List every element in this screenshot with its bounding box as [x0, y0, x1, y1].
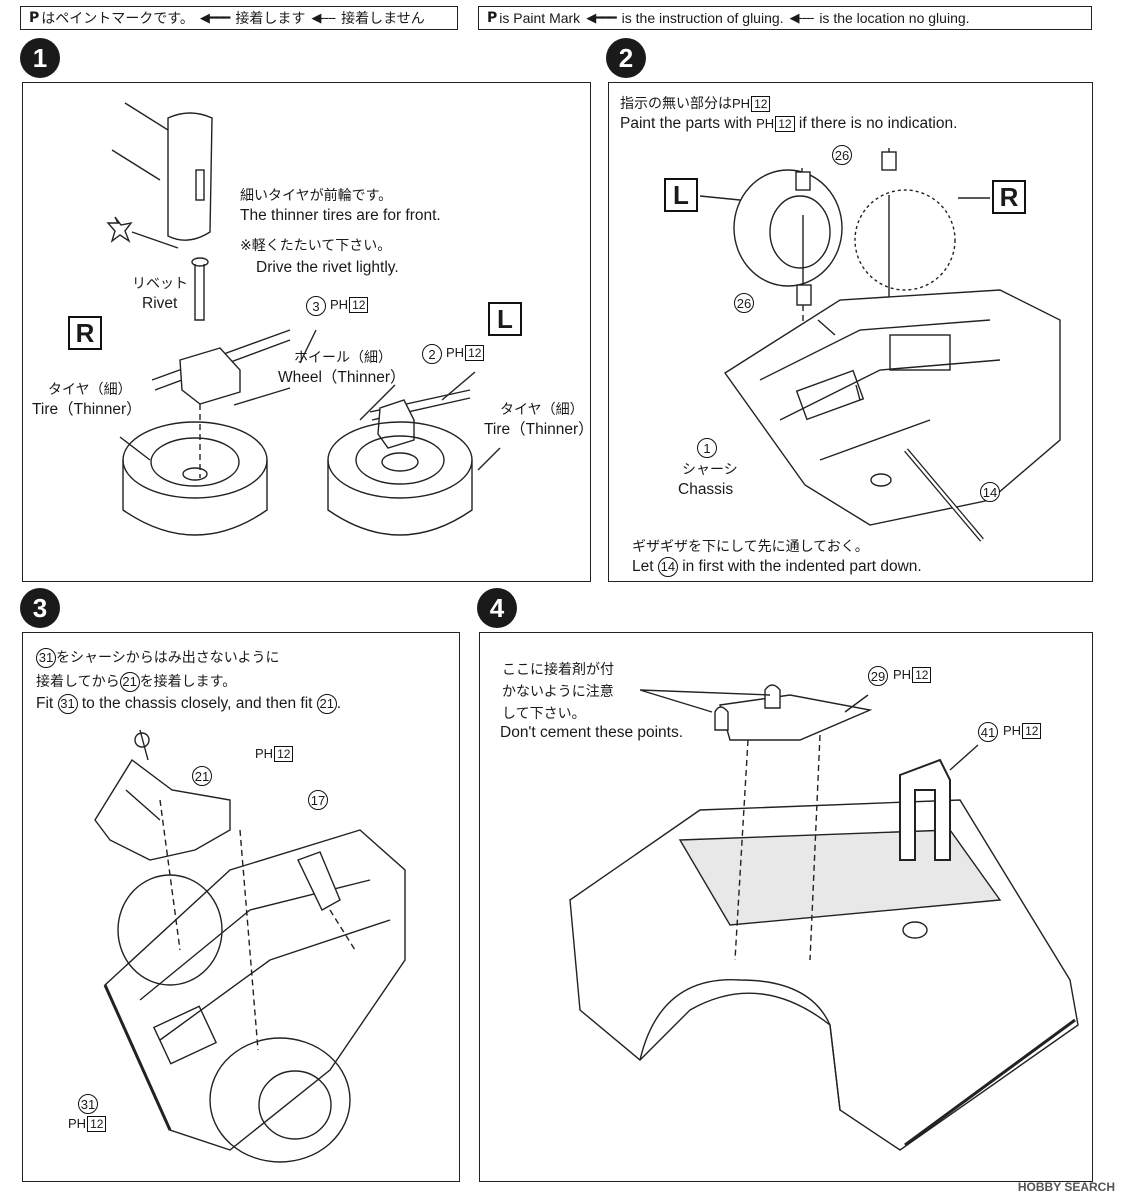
step3-number: 3: [20, 588, 60, 628]
step2-side-r: R: [992, 180, 1026, 214]
dashed-arrow-icon: ◀‐‐‐‐: [789, 10, 815, 26]
step2-rod-en: Let 14 in first with the indented part d…: [632, 557, 922, 577]
axle-right: [151, 329, 291, 478]
chassis-step4: [569, 758, 1079, 1151]
step2-side-l: L: [664, 178, 698, 212]
step4-line2-jp: かないように注意: [502, 684, 614, 700]
step1-rivet-en: Rivet: [142, 295, 178, 312]
step2-chassis-en: Chassis: [678, 481, 734, 498]
step4-line4-en: Don't cement these points.: [500, 724, 684, 741]
part-3-label: 3: [306, 296, 326, 316]
paint-mark-icon: P: [29, 10, 40, 26]
paint-mark-icon: P: [487, 10, 498, 26]
step4-number: 4: [477, 588, 517, 628]
part-2-label: 2: [422, 344, 442, 364]
part-1-label: 1: [697, 438, 717, 458]
part-31-label: 31: [78, 1094, 98, 1114]
solid-arrow-icon: ◀━━━: [199, 10, 231, 26]
step1-side-r: R: [68, 316, 102, 350]
step3-panel: [22, 632, 460, 1182]
step2-number: 2: [606, 38, 646, 78]
step1-tire-right-jp: タイヤ（細）: [500, 402, 584, 418]
step4-line1-jp: ここに接着剤が付: [502, 662, 614, 678]
tire-right: [122, 421, 268, 536]
step1-tire-left-en: Tire（Thinner）: [32, 401, 142, 418]
part-26-mid-label: 26: [734, 293, 754, 313]
step1-side-l: L: [488, 302, 522, 336]
step1-tire-left-jp: タイヤ（細）: [48, 382, 132, 398]
chassis-step2: [724, 289, 1061, 542]
step1-note2-jp: ※軽くたたいて下さい。: [240, 238, 392, 254]
step2-rod-jp: ギザギザを下にして先に通しておく。: [632, 539, 869, 555]
solid-arrow-icon: ◀━━━: [586, 10, 617, 26]
step1-number: 1: [20, 38, 60, 78]
step4-line3-jp: して下さい。: [502, 706, 586, 722]
step1-panel: [22, 82, 591, 582]
part-29-step4: [639, 684, 979, 961]
legend-japanese: P はペイントマークです。 ◀━━━ 接着します ◀‐‐‐‐ 接着しません: [20, 6, 458, 30]
step2-panel: [608, 82, 1093, 582]
step4-panel: [479, 632, 1093, 1182]
step1-note1-jp: 細いタイヤが前輪です。: [240, 188, 393, 204]
part-17-label: 17: [308, 790, 328, 810]
part-14-label: 14: [980, 482, 1000, 502]
step1-note2-en: Drive the rivet lightly.: [256, 259, 399, 276]
dashed-arrow-icon: ◀‐‐‐‐: [311, 10, 336, 26]
chassis-step3: [103, 829, 406, 1163]
step2-chassis-jp: シャーシ: [682, 462, 738, 478]
axle-left: [369, 389, 471, 449]
part-26-top-label: 26: [832, 145, 852, 165]
part-41-label: 41: [978, 722, 998, 742]
wheel-outlines-step2: [699, 169, 990, 291]
legend-english: P is Paint Mark ◀━━━ is the instruction …: [478, 6, 1092, 30]
step3-line3: Fit 31 to the chassis closely, and then …: [36, 694, 342, 714]
watermark: HOBBY SEARCH: [1017, 1180, 1115, 1194]
step1-tire-right-en: Tire（Thinner）: [484, 421, 594, 438]
step1-note1-en: The thinner tires are for front.: [240, 207, 441, 224]
part-21-label: 21: [192, 766, 212, 786]
hammer-illustration: [106, 102, 213, 249]
tire-left: [327, 421, 473, 536]
part-29-label: 29: [868, 666, 888, 686]
step1-wheel-en: Wheel（Thinner）: [278, 369, 406, 386]
part-21-step3: [94, 729, 356, 1051]
rivet-illustration: [191, 257, 209, 321]
step1-rivet-jp: リベット: [132, 276, 188, 292]
step1-wheel-jp: ホイール（細）: [294, 350, 392, 366]
